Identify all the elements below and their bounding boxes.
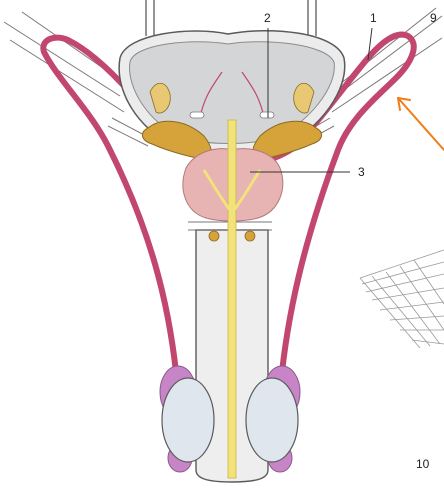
urethra [228,120,236,478]
left-bulbourethral-gland [209,231,219,241]
label-1: 1 [370,11,377,25]
right-orifice [260,112,274,118]
label-9: 9 [430,11,437,25]
label-2: 2 [264,11,271,25]
right-bulbourethral-gland [245,231,255,241]
left-testis [162,378,214,462]
hatched-inset [360,250,444,348]
right-testis [246,378,298,462]
orange-arrow [398,98,444,150]
label-3: 3 [358,165,365,179]
left-orifice [190,112,204,118]
top-stubs [146,0,316,36]
label-10: 10 [416,457,430,471]
